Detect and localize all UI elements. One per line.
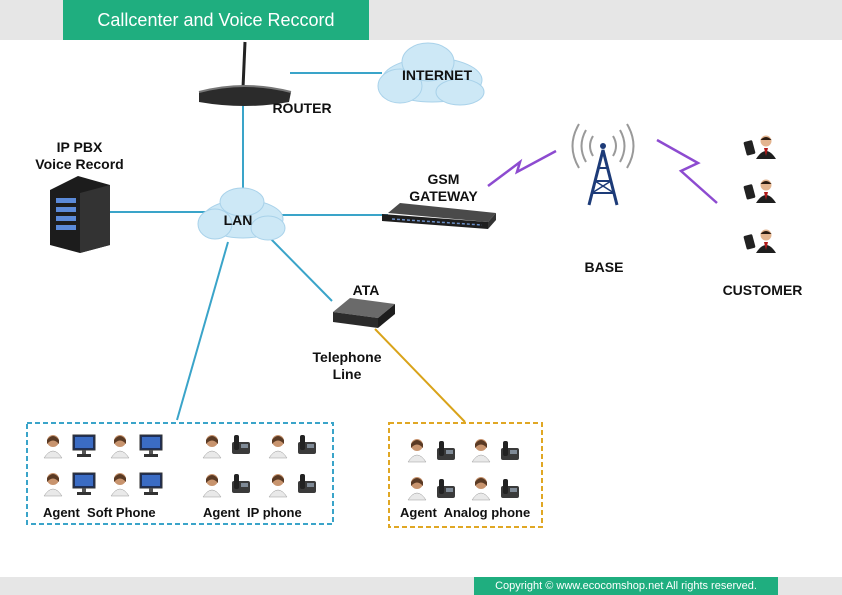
agent-icon (407, 476, 427, 501)
agent-icon (268, 434, 288, 459)
ippbx-label-line1: IP PBX (56, 139, 103, 155)
agent-icon (43, 434, 63, 459)
telephone-label-line1: Telephone (312, 349, 382, 365)
ata-analog-link (374, 328, 466, 423)
analog-phone-icon (501, 479, 519, 498)
agent-icon (43, 472, 63, 497)
gsm-gateway-icon (382, 203, 496, 229)
customer-label: CUSTOMER (722, 282, 803, 298)
router-label: ROUTER (272, 100, 332, 116)
agent-icon (407, 438, 427, 463)
computer-icon (72, 434, 96, 458)
analog-agent-group-box (388, 422, 543, 528)
lan-ata-link (267, 235, 333, 302)
server-icon (50, 176, 110, 253)
copyright-text: Copyright © www.ecocomshop.net All right… (474, 577, 778, 595)
agent-icon (471, 438, 491, 463)
lan-agents-link (176, 241, 229, 421)
ip-phone-icon (232, 474, 250, 493)
agent-icon (110, 472, 130, 497)
agent-icon (202, 473, 222, 498)
ip-phone-icon (232, 435, 250, 454)
customer-person-icon (743, 229, 776, 253)
lan-label: LAN (223, 212, 253, 228)
ip-phone-icon (298, 435, 316, 454)
computer-icon (139, 472, 163, 496)
analog-phone-icon (437, 441, 455, 460)
analog-phone-icon (437, 479, 455, 498)
gsm-gateway-label: GSM GATEWAY (396, 171, 491, 205)
analog-phone-group-label: Agent Analog phone (400, 505, 531, 520)
base-tower-icon (571, 123, 635, 206)
ip-phone-group-label: Agent IP phone (203, 505, 302, 520)
computer-icon (139, 434, 163, 458)
internet-label: INTERNET (402, 67, 472, 83)
telephone-label-line2: Line (332, 366, 362, 382)
customer-person-icon (743, 179, 776, 203)
computer-icon (72, 472, 96, 496)
analog-phone-icon (501, 441, 519, 460)
agent-icon (110, 434, 130, 459)
router-icon (198, 41, 292, 106)
soft-phone-group-label: Agent Soft Phone (43, 505, 156, 520)
ippbx-label: IP PBX Voice Record (22, 139, 137, 173)
gsm-label-line2: GATEWAY (409, 188, 478, 204)
page-title: Callcenter and Voice Reccord (63, 0, 369, 40)
ata-icon (333, 298, 395, 328)
telephone-line-label: Telephone Line (302, 349, 392, 383)
soft-ip-agent-group-box (26, 422, 334, 525)
base-label: BASE (584, 259, 624, 275)
ata-label: ATA (352, 282, 380, 298)
agent-icon (268, 473, 288, 498)
internet-cloud-icon (377, 42, 485, 106)
lan-cloud-icon (197, 187, 286, 241)
customer-person-icon (743, 135, 776, 159)
ip-phone-icon (298, 474, 316, 493)
agent-icon (471, 476, 491, 501)
agent-icon (202, 434, 222, 459)
wireless-base-customer-icon (656, 138, 718, 204)
wireless-gsm-base-icon (487, 149, 557, 187)
gsm-label-line1: GSM (427, 171, 460, 187)
ippbx-label-line2: Voice Record (35, 156, 124, 172)
